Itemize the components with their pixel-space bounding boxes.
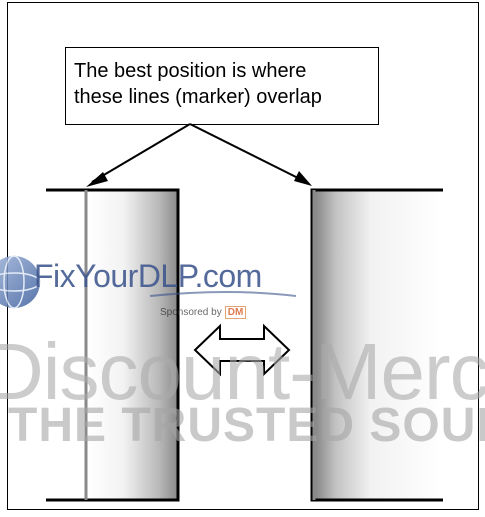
callout-line-1: The best position is where xyxy=(74,60,307,82)
right-pointer-arrow xyxy=(189,123,307,183)
globe-icon xyxy=(0,255,41,309)
right-shaded-panel xyxy=(312,190,443,500)
left-shaded-panel xyxy=(88,190,177,500)
right-panel-outline xyxy=(310,188,443,502)
diagram-frame xyxy=(7,2,479,510)
double-headed-arrow-icon xyxy=(193,323,291,377)
left-pointer-arrow xyxy=(91,123,191,183)
right-pointer-arrowhead xyxy=(294,171,312,186)
left-panel-outline xyxy=(46,188,180,502)
left-pointer-arrowhead xyxy=(86,172,108,187)
watermark-underline xyxy=(149,291,297,297)
callout-box: The best position is where these lines (… xyxy=(65,47,379,125)
callout-line-2: these lines (marker) overlap xyxy=(74,86,322,108)
